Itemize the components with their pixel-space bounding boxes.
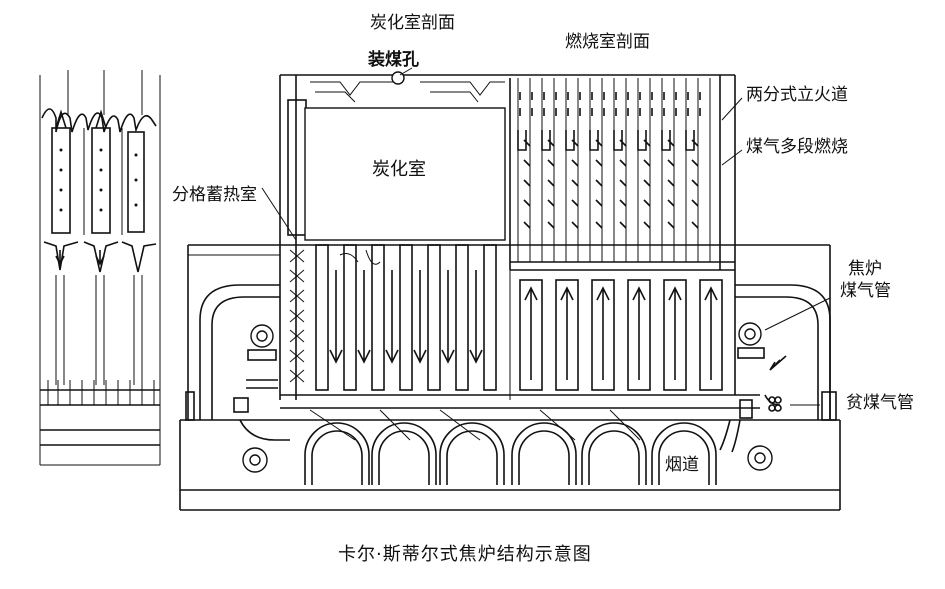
left-valves — [233, 324, 290, 473]
carbonization-chamber — [304, 107, 506, 241]
left-gas-pipe — [185, 245, 280, 421]
side-section-view — [39, 70, 161, 466]
label-twin-flue: 两分式立火道 — [746, 85, 848, 105]
regenerator-left — [315, 244, 497, 391]
regenerator-right — [519, 279, 723, 391]
flue-arches — [304, 422, 717, 485]
label-coke-oven-gas-pipe-1: 焦炉 — [848, 259, 882, 279]
burner-dashes — [519, 92, 701, 229]
right-valves — [719, 322, 782, 471]
combustion-flue-grid — [517, 78, 711, 262]
diagram-caption: 卡尔·斯蒂尔式焦炉结构示意图 — [338, 544, 592, 565]
oven-body — [179, 67, 841, 511]
label-combustion-section: 燃烧室剖面 — [565, 32, 650, 52]
leader-lines — [261, 67, 831, 406]
label-lean-gas-pipe: 贫煤气管 — [846, 393, 914, 413]
label-coke-oven-gas-pipe-2: 煤气管 — [840, 281, 891, 301]
right-gas-pipe — [735, 245, 837, 421]
label-coal-charging-hole: 装煤孔 — [367, 49, 419, 70]
label-carbonization-chamber: 炭化室 — [372, 159, 426, 180]
label-divided-regenerator: 分格蓄热室 — [172, 185, 257, 205]
charging-hole-marker — [391, 71, 405, 85]
label-staged-combustion: 煤气多段燃烧 — [746, 137, 848, 157]
label-flue: 烟道 — [665, 455, 699, 475]
label-carbonization-section: 炭化室剖面 — [370, 13, 455, 33]
